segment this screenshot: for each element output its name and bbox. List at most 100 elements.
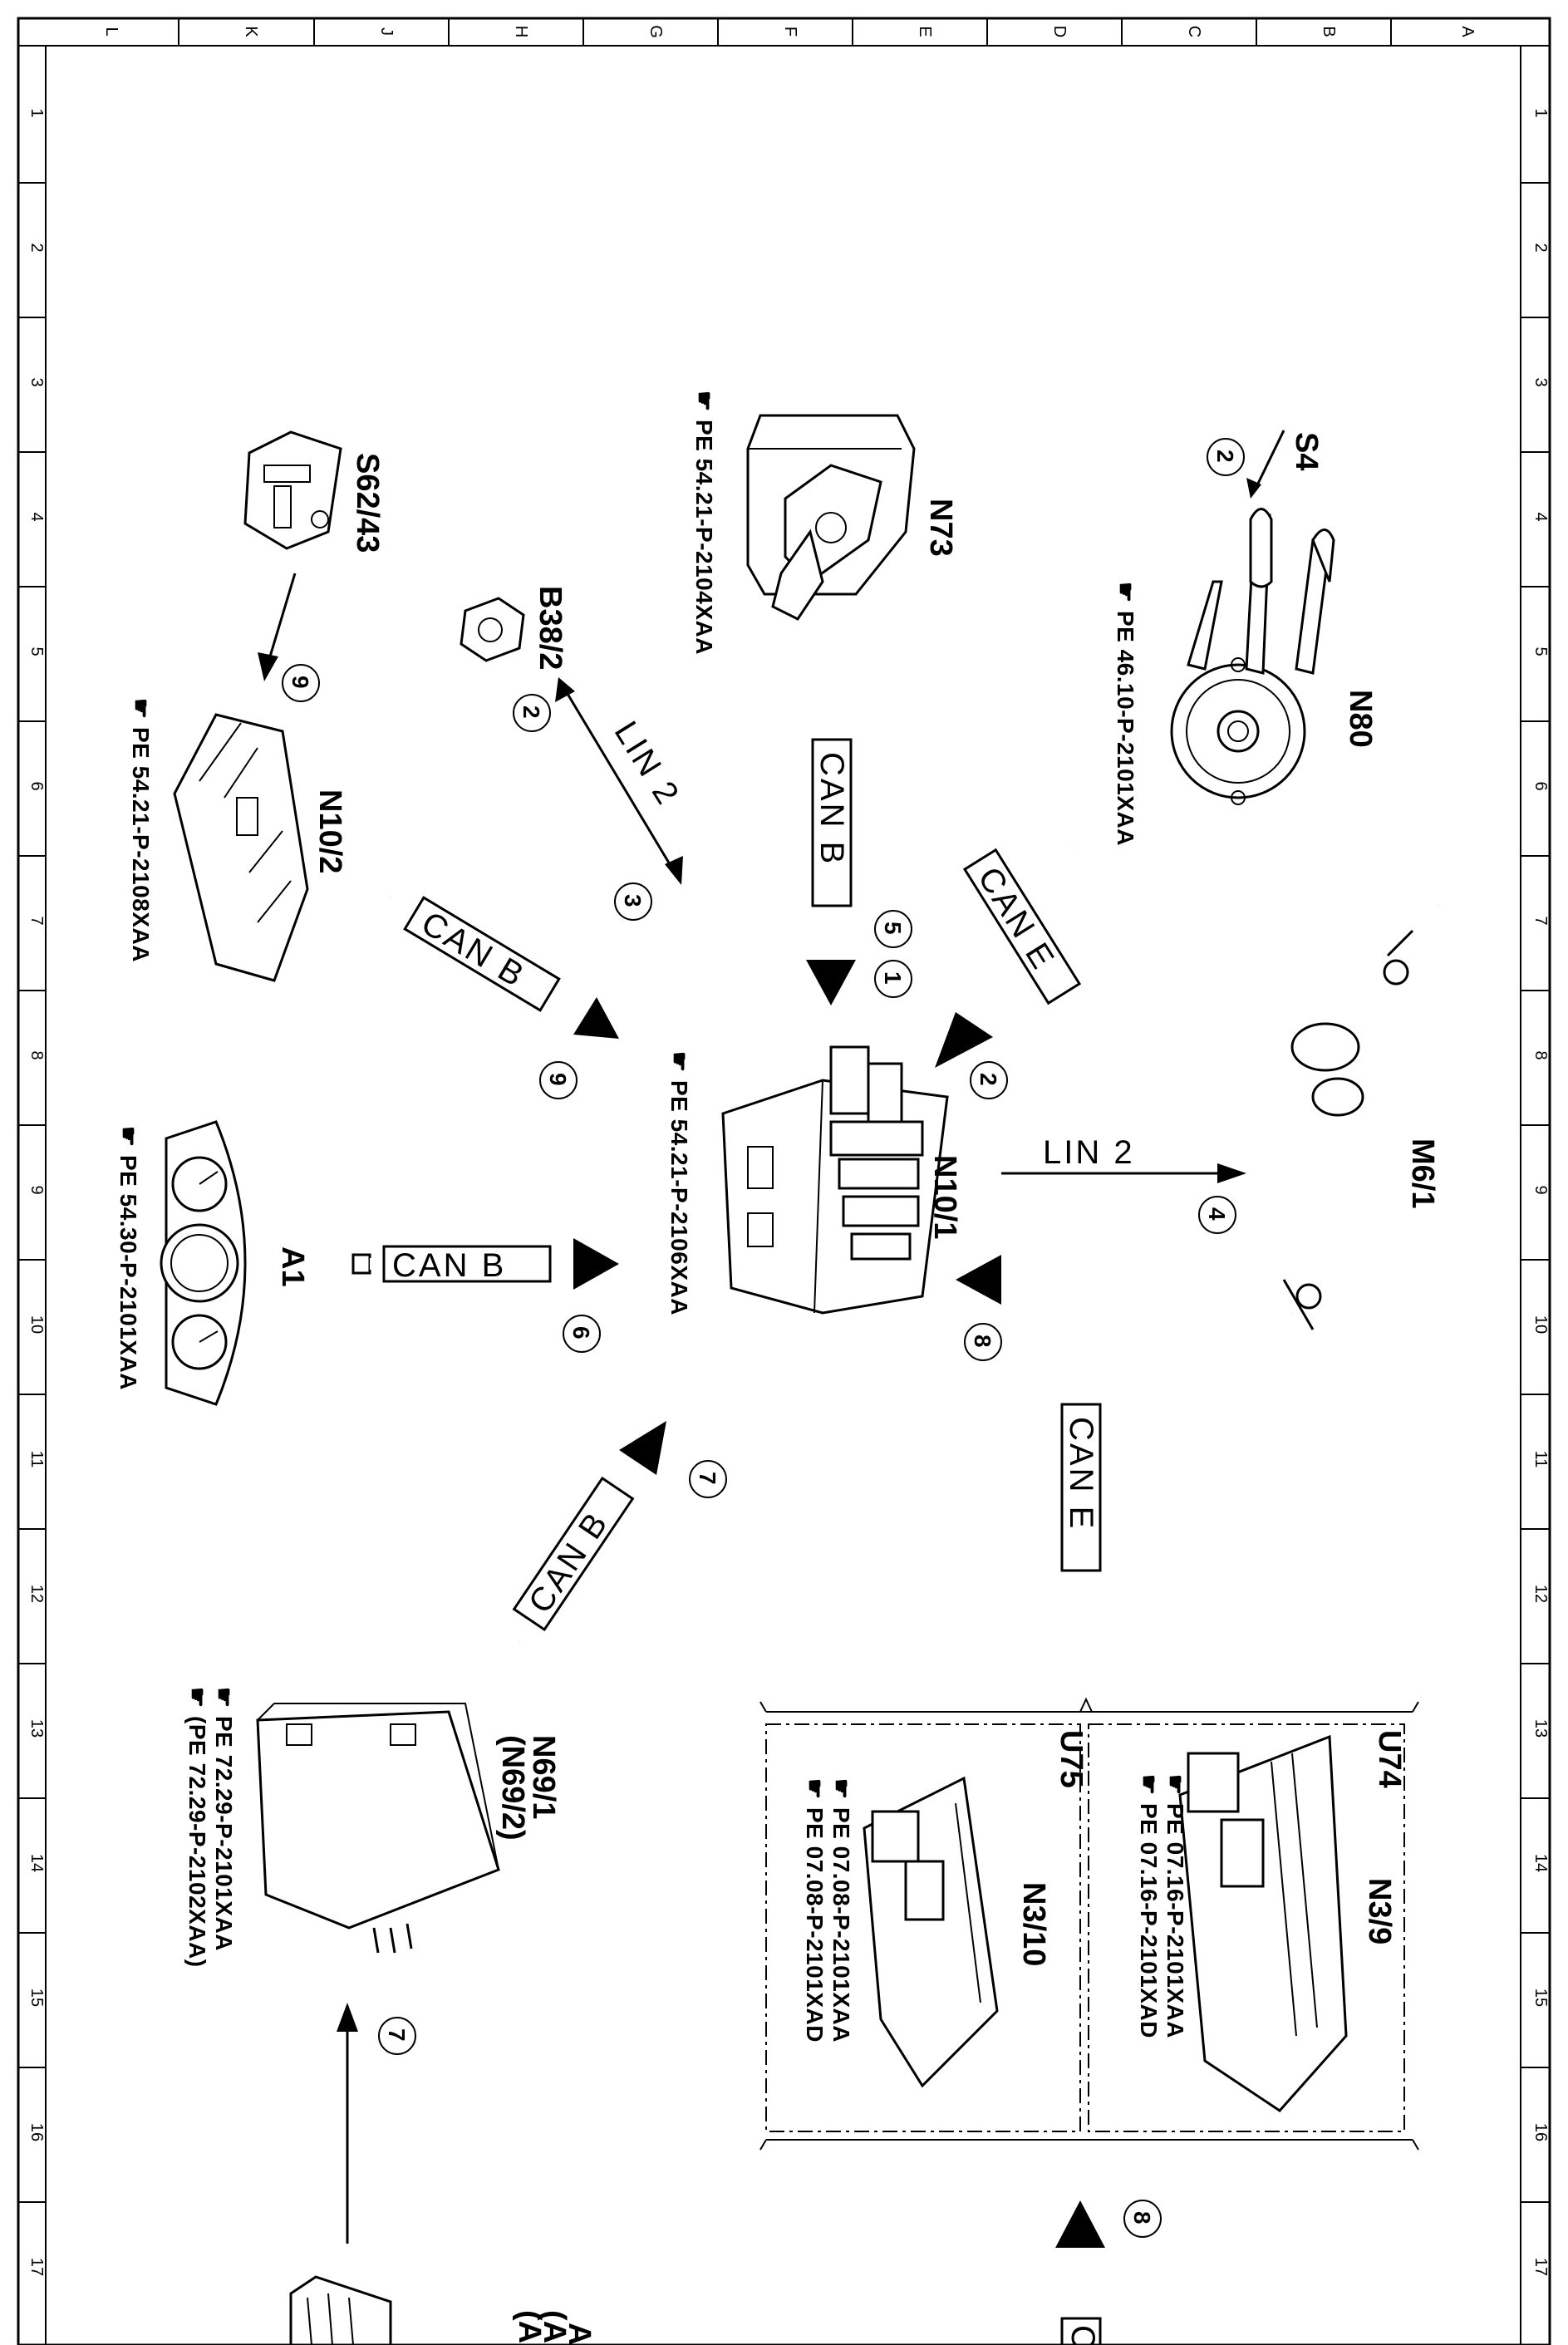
book-icon: ☛ (802, 1778, 828, 1800)
step-4: 4 (1198, 1196, 1236, 1234)
arrow-8-lower (1055, 2200, 1105, 2345)
n10-2-pe-ref: ☛ PE 54.21-P-2108XAA (128, 698, 154, 962)
s62-43-label: S62/43 (350, 453, 385, 553)
can-e-ecu-connection (956, 1255, 1102, 1679)
svg-text:PE 46.10-P-2101XAA: PE 46.10-P-2101XAA (1113, 611, 1138, 846)
s62-43-switch (243, 430, 342, 550)
svg-text:(PE 72.29-P-2102XAA): (PE 72.29-P-2102XAA) (184, 1716, 210, 1968)
grid-row-number: 1 (27, 108, 46, 117)
u74-label: U74 (1372, 1730, 1407, 1788)
book-icon: ☛ (128, 698, 154, 720)
can-b-a1-connection (351, 1238, 619, 1290)
svg-text:4: 4 (1204, 1207, 1230, 1221)
grid-row-number: 13 (1531, 1719, 1550, 1738)
grid-row-number: 4 (27, 512, 46, 521)
drawing-frame (17, 17, 1551, 2345)
book-icon: ☛ (666, 1051, 692, 1073)
grid-row-number: 7 (27, 916, 46, 925)
s62-43-leader (268, 573, 297, 657)
grid-row-number: 13 (27, 1719, 46, 1738)
book-icon: ☛ (211, 1687, 237, 1708)
n10-2-label: N10/2 (312, 789, 347, 873)
n3-10-label: N3/10 (1016, 1882, 1051, 1966)
book-icon: ☛ (116, 1126, 141, 1148)
n3-9-label: N3/9 (1362, 1878, 1397, 1944)
column-dividers (178, 18, 1392, 46)
svg-text:PE 54.21-P-2106XAA: PE 54.21-P-2106XAA (666, 1080, 692, 1315)
can-b-label: CAN B (415, 905, 532, 995)
can-b-label: CAN B (392, 1247, 506, 1284)
lin-2-m6-1-connection (1001, 1163, 1246, 1183)
book-icon: ☛ (1162, 1774, 1188, 1796)
grid-row-number: 4 (1531, 512, 1550, 521)
grid-row-number: 8 (1531, 1050, 1550, 1059)
arrow-7-lower-head (337, 2003, 358, 2032)
n73-label: N73 (923, 499, 958, 557)
n69-1-label: N69/1 (526, 1735, 561, 1819)
grid-row-number: 10 (1531, 1315, 1550, 1334)
n10-1-label: N10/1 (927, 1155, 962, 1239)
step-2-n80: 2 (970, 1061, 1008, 1099)
grid-letter: F (781, 27, 799, 37)
grid-row-number: 5 (27, 646, 46, 656)
grid-row-number: 12 (1531, 1585, 1550, 1603)
svg-text:2: 2 (976, 1073, 1001, 1086)
grid-letter: J (377, 27, 396, 36)
grid-letter: H (512, 26, 530, 37)
grid-letter: K (242, 26, 260, 37)
grid-row-number: 7 (1531, 916, 1550, 925)
step-7-lower: 7 (378, 2017, 416, 2055)
can-partial-label: C (1064, 2325, 1101, 2345)
grid-letter: G (646, 25, 665, 38)
svg-text:1: 1 (880, 971, 906, 985)
svg-text:PE 54.21-P-2104XAA: PE 54.21-P-2104XAA (691, 420, 717, 655)
svg-text:9: 9 (288, 676, 313, 689)
m6-1-wiper-motor (1282, 905, 1440, 1330)
partial-label-a8-1: (A8 (537, 2310, 572, 2345)
book-icon: ☛ (184, 1687, 210, 1708)
grid-row-number: 1 (1531, 108, 1550, 117)
svg-text:PE 07.08-P-2101XAD: PE 07.08-P-2101XAD (802, 1807, 828, 2043)
s62-43-arrowhead (258, 652, 278, 681)
step-8-upper: 8 (964, 1323, 1002, 1361)
n80-pe-ref: ☛ PE 46.10-P-2101XAA (1113, 582, 1138, 846)
step-8-lower: 8 (1123, 2200, 1162, 2238)
a1-pe-ref: ☛ PE 54.30-P-2101XAA (116, 1126, 141, 1390)
grid-row-number: 17 (27, 2258, 46, 2276)
lin-2-label: LIN 2 (607, 715, 687, 813)
step-9-n10-2: 9 (539, 1061, 578, 1099)
grid-row-number: 12 (27, 1585, 46, 1603)
step-6: 6 (563, 1315, 601, 1353)
n73-ignition-module (746, 414, 916, 621)
can-e-label: CAN E (1063, 1417, 1099, 1531)
n10-1-pe-ref: ☛ PE 54.21-P-2106XAA (666, 1051, 692, 1315)
can-b-n73-connection (806, 665, 856, 1005)
a1-instrument-cluster (160, 1120, 247, 1406)
svg-text:3: 3 (620, 894, 646, 907)
grid-letter: C (1185, 26, 1203, 37)
grid-row-number: 6 (27, 781, 46, 790)
svg-text:8: 8 (1129, 2211, 1155, 2225)
grid-row-number: 9 (1531, 1185, 1550, 1194)
partial-bottom-module (289, 2275, 392, 2345)
n69-2-label: (N69/2) (495, 1735, 530, 1841)
step-2-b38: 2 (513, 694, 551, 732)
grid-row-number: 3 (27, 377, 46, 386)
a1-label: A1 (275, 1246, 310, 1287)
step-3: 3 (614, 882, 652, 921)
book-icon: ☛ (1136, 1774, 1162, 1796)
svg-text:PE 54.21-P-2108XAA: PE 54.21-P-2108XAA (128, 727, 154, 962)
step-2-s4: 2 (1207, 438, 1245, 476)
book-icon: ☛ (691, 391, 717, 412)
svg-text:9: 9 (545, 1073, 571, 1086)
n3-9-pe-ref: ☛ PE 07.16-P-2101XAA ☛ PE 07.16-P-2101XA… (1136, 1774, 1188, 2038)
svg-text:8: 8 (970, 1335, 995, 1348)
book-icon: ☛ (1113, 582, 1138, 603)
n3-10-ecu (863, 1776, 999, 2088)
n73-pe-ref: ☛ PE 54.21-P-2104XAA (691, 391, 717, 655)
n80-steering-column-module (1170, 508, 1335, 805)
svg-text:5: 5 (880, 922, 906, 935)
svg-text:6: 6 (568, 1326, 594, 1340)
